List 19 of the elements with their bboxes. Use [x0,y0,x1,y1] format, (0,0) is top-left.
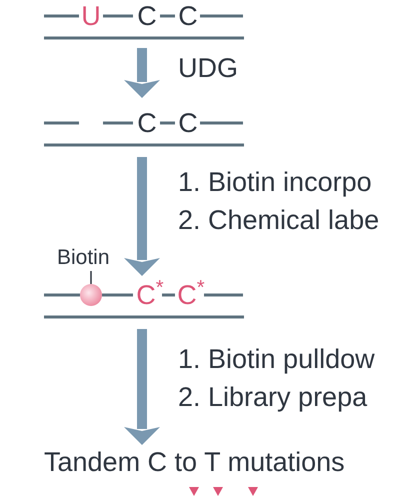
edge-label: UDG [178,53,238,83]
arrow [124,48,160,98]
text-label: Biotin [57,244,110,271]
base-letter: C$^{*}$ [177,281,205,309]
base-letter: C [137,109,157,137]
arrow [124,329,160,445]
base-letter: C [178,109,198,137]
step-text: 2. Chemical labe [178,204,380,236]
leader-line [90,271,92,284]
base-letter: C [178,2,198,30]
base-letter: U [81,2,101,30]
text-label: Tandem C to T mutations [44,446,345,478]
step-text: 2. Library prepa [178,381,368,413]
step-text: 1. Biotin pulldow [178,343,375,375]
step-text: 1. Biotin incorpo [178,166,372,198]
biotin-bead [80,284,102,306]
arrow [124,157,160,276]
base-letter: C$^{*}$ [136,281,164,309]
base-letter: C [137,2,157,30]
